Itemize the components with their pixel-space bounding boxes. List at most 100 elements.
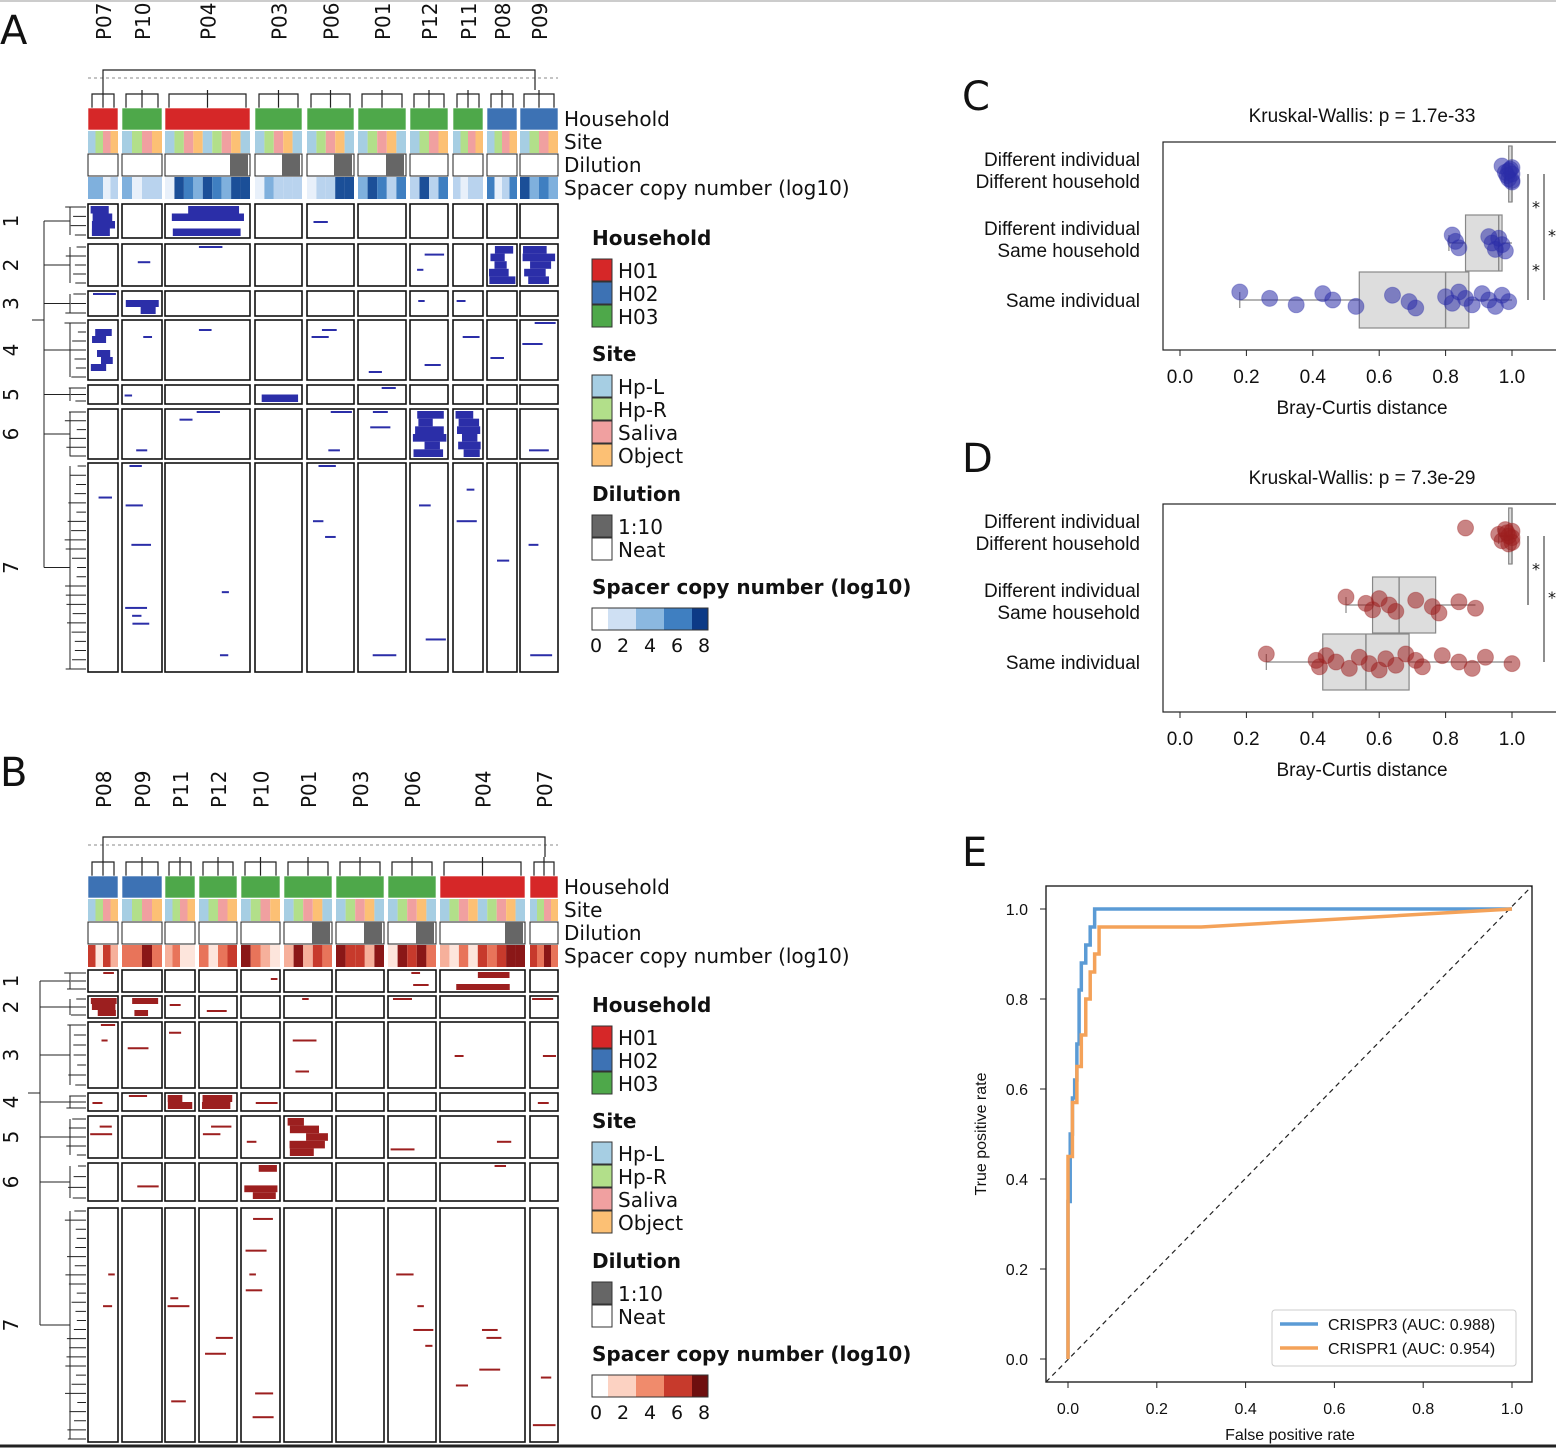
colorbar-segment [704,1375,709,1397]
spacer-cell [110,945,118,967]
heatmap-mark [143,336,153,338]
site-cell [544,899,551,921]
spacer-cell [374,945,384,967]
spacer-cell [172,945,180,967]
column-dendrogram [339,857,381,876]
heatmap-mark [424,253,445,256]
site-cell [530,899,537,921]
dilution-cell [87,153,119,177]
spacer-cell [388,945,398,967]
heatmap-cell-box [529,995,559,1019]
heatmap-mark [311,336,329,338]
patient-label: P10 [250,770,274,808]
data-point [1340,659,1358,677]
row-dendrogram [40,1024,86,1086]
heatmap-cell-box [164,243,251,287]
x-axis-label: Bray-Curtis distance [1276,398,1447,419]
household-cell [519,107,559,131]
x-tick-label: 0.4 [1300,367,1327,388]
colorbar-segment [664,608,669,630]
column-dendrogram [533,857,555,876]
row-dendrogram [44,246,86,284]
heatmap-cell-box [439,995,526,1019]
colorbar-segment [592,1375,597,1397]
data-point [1433,647,1451,665]
x-tick-label: 0.4 [1300,729,1327,750]
site-cell [132,131,142,153]
spacer-cell [132,945,142,967]
site-cell [529,131,539,153]
heatmap-cell-box [121,319,163,381]
x-tick-label: 0.0 [1167,729,1193,750]
legend-item: Object [618,444,683,468]
x-tick-label: 0.6 [1366,367,1392,388]
colorbar-segment [672,1375,677,1397]
spacer-cell [264,177,274,199]
spacer-cell [260,945,271,967]
x-tick-label: 0.8 [1432,729,1458,750]
heatmap-cell-box [198,1115,238,1159]
heatmap-cell-box [529,1115,559,1159]
column-dendrogram [391,857,433,876]
site-cell [377,131,387,153]
site-cell [410,131,420,153]
colorbar-segment [660,608,665,630]
site-cell [502,131,510,153]
spacer-cell [515,945,525,967]
heatmap-cell-box [87,1021,119,1089]
patient-label: P09 [131,770,155,808]
site-cell [88,899,96,921]
legend-swatch [591,420,613,444]
site-cell [152,899,162,921]
spacer-cell [165,945,173,967]
heatmap-mark [412,434,447,442]
annotation-row-label: Site [564,130,602,154]
data-point [1327,653,1345,671]
site-cell [548,131,558,153]
heatmap-cell-box [306,462,355,673]
spacer-cell [165,177,175,199]
data-point [1413,658,1431,676]
x-tick-label: 0.2 [1146,1401,1168,1418]
legend-item: Object [618,1211,683,1235]
spacer-cell [419,177,429,199]
patient-label: P07 [92,2,116,40]
heatmap-mark [370,426,391,429]
site-cell [292,131,302,153]
patient-label: P07 [533,770,557,808]
colorbar-segment [656,608,661,630]
heatmap-mark [100,1024,116,1026]
heatmap-cell-box [439,1207,526,1443]
data-point [1407,299,1425,317]
heatmap-mark [90,364,107,371]
colorbar-segment [608,608,613,630]
legend-title-household: Household [592,226,711,250]
heatmap-mark [91,221,115,229]
spacer-cell [530,945,537,967]
spacer-cell [429,177,439,199]
site-cell [325,131,336,153]
heatmap-mark [215,1336,233,1339]
heatmap-mark [463,449,480,457]
heatmap-cell-box [164,1207,196,1443]
heatmap-mark [137,1185,159,1188]
heatmap-cell-box [87,408,119,460]
significance-marker: * [1532,560,1540,579]
plot-frame [1162,141,1556,351]
cluster-label: 5 [0,388,23,401]
heatmap-mark [270,978,278,980]
spacer-cell [494,177,502,199]
heatmap-mark [415,426,444,434]
heatmap-cell-box [121,1021,163,1089]
site-cell [307,131,317,153]
colorbar-segment [672,608,677,630]
heatmap-mark [103,972,114,974]
heatmap-cell-box [306,290,355,317]
heatmap-cell-box [254,243,303,287]
heatmap-mark [289,1125,320,1134]
heatmap-cell-box [198,995,238,1019]
site-cell [260,899,271,921]
site-cell [165,899,173,921]
spacer-cell [325,177,336,199]
